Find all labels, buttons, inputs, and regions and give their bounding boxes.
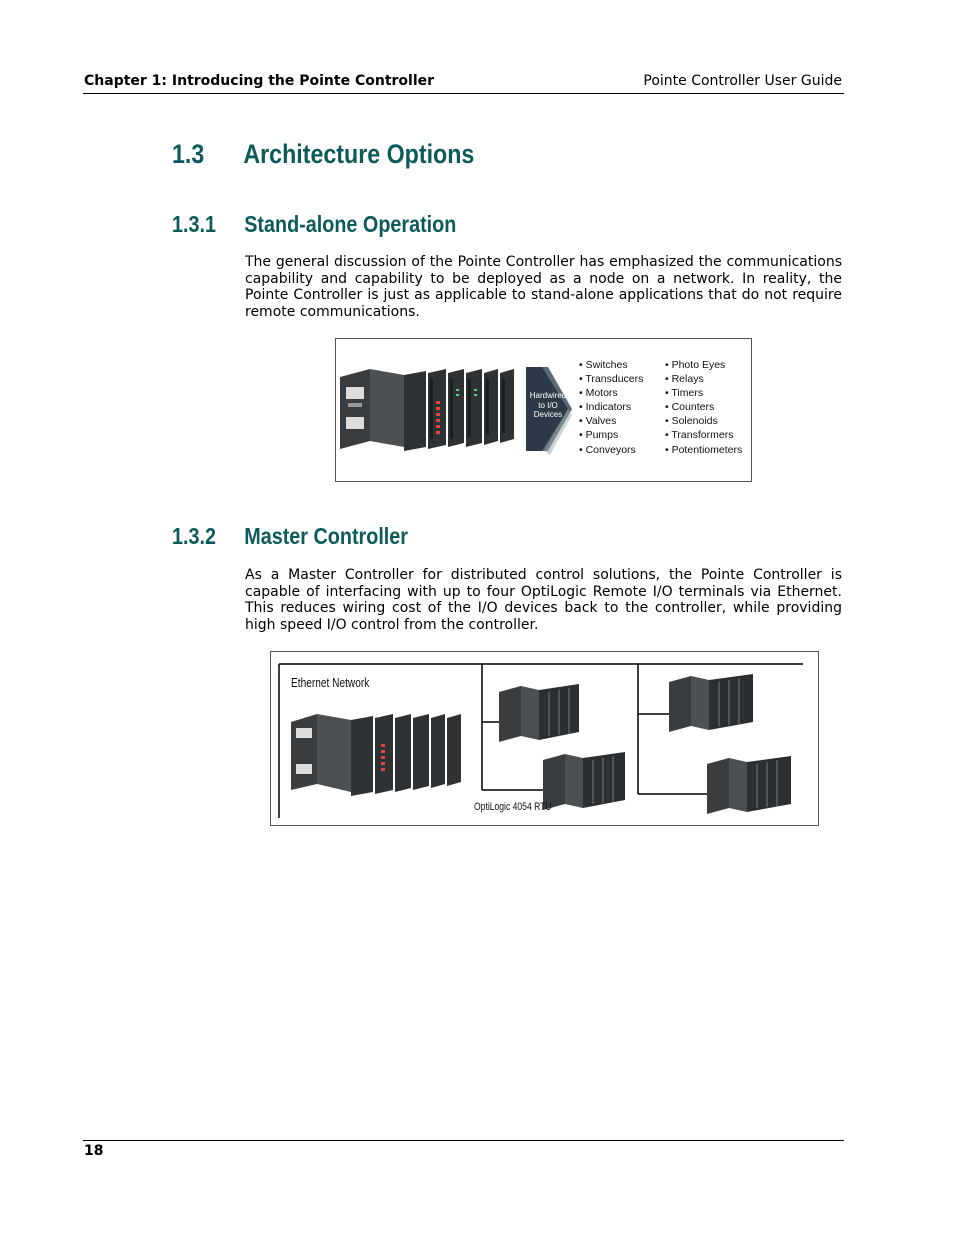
device-label: Potentiometers	[671, 443, 743, 456]
device-label: Indicators	[585, 401, 632, 414]
device-item: • Counters	[665, 401, 715, 414]
subsection-number: 1.3.2	[172, 523, 216, 549]
device-item: • Indicators	[579, 401, 632, 414]
device-label: Switches	[585, 359, 628, 371]
device-label: Valves	[585, 415, 617, 428]
standalone-figure: Hardwired to I/O Devices • Switches • Tr…	[335, 338, 752, 482]
page-number: 18	[84, 1143, 104, 1159]
network-diagram-image	[278, 663, 803, 818]
device-item: • Conveyors	[579, 443, 636, 456]
subsection-number: 1.3.1	[172, 211, 216, 237]
section-title: Architecture Options	[243, 139, 475, 169]
device-item: • Solenoids	[665, 415, 718, 428]
device-label: Transformers	[671, 429, 734, 442]
header-rule	[83, 93, 844, 94]
device-label: Pumps	[585, 429, 619, 442]
hardwired-arrow-label: Hardwired to I/O Devices	[529, 391, 567, 419]
guide-header: Pointe Controller User Guide	[643, 73, 842, 89]
footer-rule	[83, 1140, 844, 1141]
device-list-col2: • Photo Eyes • Relays • Timers • Counter…	[665, 358, 742, 457]
section-heading: 1.3 Architecture Options	[172, 139, 474, 170]
device-item: • Relays	[665, 373, 704, 386]
subsection-title: Master Controller	[244, 523, 409, 549]
device-label: Conveyors	[585, 443, 636, 456]
device-item: • Potentiometers	[665, 443, 743, 456]
device-item: • Motors	[579, 387, 618, 400]
master-paragraph: As a Master Controller for distributed c…	[245, 567, 842, 633]
device-item: • Timers	[665, 387, 704, 400]
standalone-paragraph: The general discussion of the Pointe Con…	[245, 254, 842, 320]
section-number: 1.3	[172, 139, 205, 169]
ethernet-network-label: Ethernet Network	[291, 675, 370, 690]
subsection-title: Stand-alone Operation	[244, 211, 457, 237]
device-label: Motors	[585, 387, 618, 400]
device-item: • Switches	[579, 359, 628, 371]
device-label: Counters	[671, 401, 715, 414]
device-item: • Photo Eyes	[665, 359, 726, 371]
controller-rack-image	[340, 367, 572, 455]
device-item: • Valves	[579, 415, 617, 428]
device-label: Photo Eyes	[671, 359, 726, 371]
device-label: Timers	[671, 387, 704, 400]
device-label: Solenoids	[671, 415, 718, 428]
rtu-label: OptiLogic 4054 RTU	[474, 801, 552, 813]
master-network-figure: Ethernet Network OptiLogic 4054 RTU	[270, 651, 819, 826]
device-label: Relays	[671, 373, 704, 386]
subsection-heading-master: 1.3.2 Master Controller	[172, 523, 408, 550]
device-item: • Transformers	[665, 429, 734, 442]
device-item: • Transducers	[579, 373, 644, 386]
device-item: • Pumps	[579, 429, 619, 442]
subsection-heading-standalone: 1.3.1 Stand-alone Operation	[172, 211, 456, 238]
device-label: Transducers	[585, 373, 644, 386]
device-list-col1: • Switches • Transducers • Motors • Indi…	[579, 358, 643, 457]
chapter-header: Chapter 1: Introducing the Pointe Contro…	[84, 73, 435, 89]
